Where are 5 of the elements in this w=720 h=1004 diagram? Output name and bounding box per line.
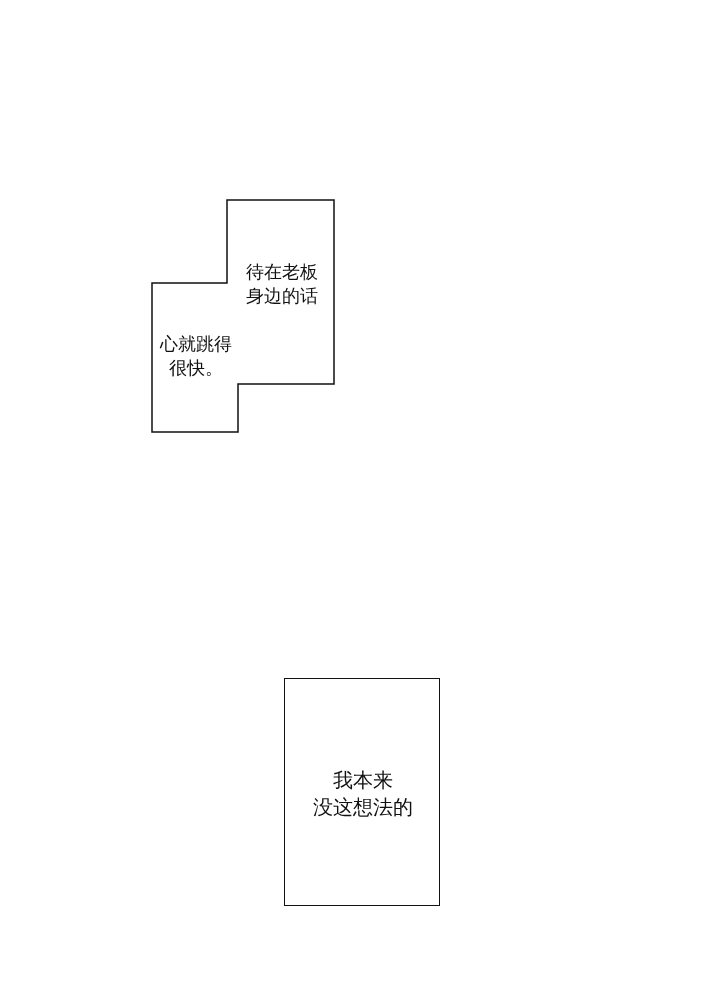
caption-text: 待在老板身边的话: [245, 260, 319, 309]
caption-text: 我本来没这想法的: [312, 767, 414, 821]
caption-box: [152, 200, 335, 433]
caption-box: [284, 678, 440, 906]
caption-text: 心就跳得很快。: [159, 332, 233, 381]
